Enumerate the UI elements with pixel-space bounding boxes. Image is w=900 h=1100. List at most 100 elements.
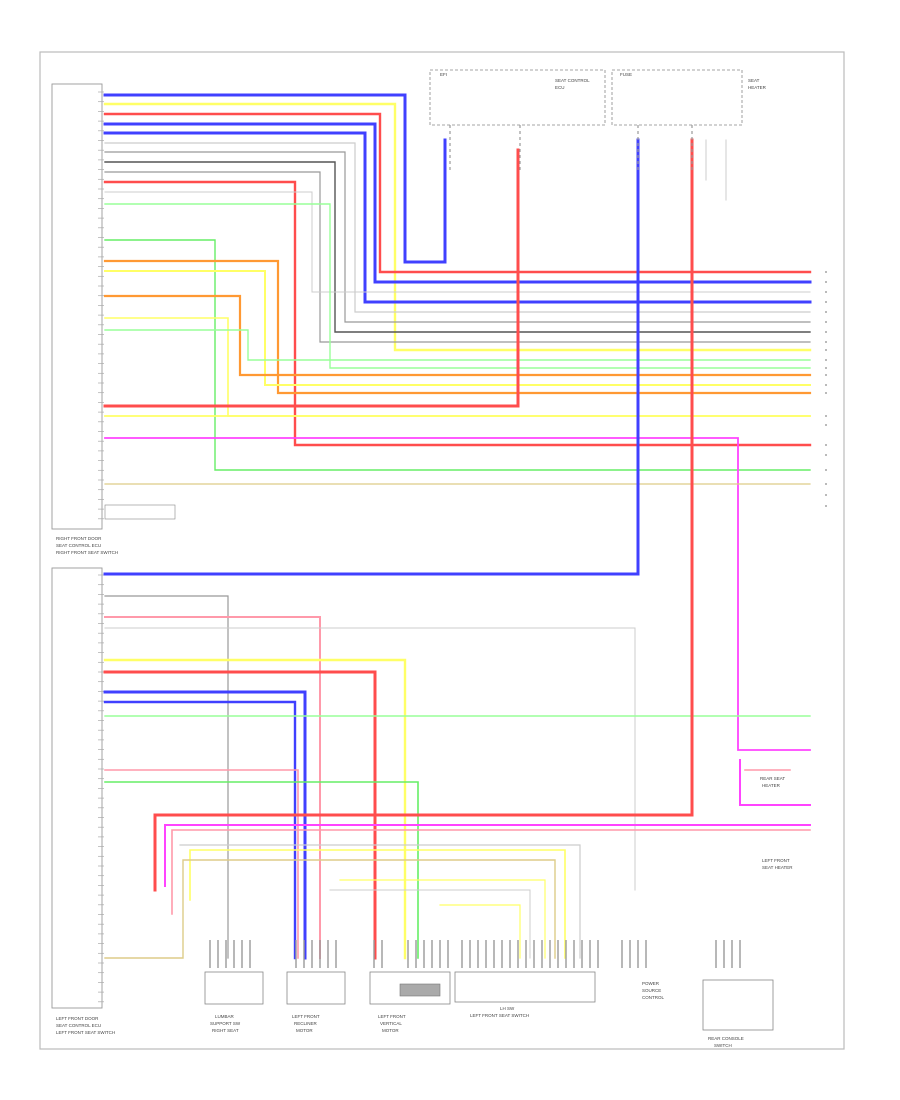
label-lhsw-2: LEFT FRONT SEAT SWITCH bbox=[470, 1013, 529, 1018]
wire-blue-29 bbox=[103, 700, 297, 960]
right-terminal-marks bbox=[209, 125, 827, 968]
top-box-a bbox=[429, 69, 606, 126]
wire-blue-3 bbox=[103, 122, 812, 284]
wire-pink-24 bbox=[104, 616, 321, 959]
left-front-seat-connector bbox=[51, 567, 103, 1009]
wire-lightgray-25 bbox=[104, 627, 636, 891]
wire-red-2 bbox=[103, 112, 812, 274]
connector-pins bbox=[98, 91, 104, 1003]
seat-control-box bbox=[369, 971, 451, 1005]
wire-lightgray-10 bbox=[104, 191, 811, 293]
recliner-motor-box bbox=[286, 971, 346, 1005]
wire-lightgray-36 bbox=[179, 844, 581, 959]
wire-blue-22 bbox=[103, 138, 640, 576]
right-front-seat-connector bbox=[51, 83, 103, 530]
terminal-dot bbox=[825, 301, 827, 303]
diagram-frame bbox=[39, 51, 845, 1050]
wire-yellow-39 bbox=[339, 879, 546, 959]
wire-pink-31 bbox=[104, 769, 299, 959]
wire-red-27 bbox=[103, 670, 377, 960]
wire-magenta-42 bbox=[739, 759, 811, 806]
wire-yellow-14 bbox=[104, 270, 811, 386]
terminal-dot bbox=[825, 367, 827, 369]
small-connector-box bbox=[104, 504, 176, 520]
label-rf-3: RIGHT FRONT SEAT SWITCH bbox=[56, 550, 118, 555]
label-vertical-3: MOTOR bbox=[382, 1028, 399, 1033]
terminal-dot bbox=[825, 374, 827, 376]
label-lumbar-3: RIGHT SEAT bbox=[212, 1028, 239, 1033]
terminal-dot bbox=[825, 349, 827, 351]
terminal-dot bbox=[825, 331, 827, 333]
wire-yellow-1 bbox=[103, 102, 812, 352]
terminal-dot bbox=[825, 311, 827, 313]
wire-gray-8 bbox=[104, 171, 811, 343]
terminal-dot bbox=[825, 415, 827, 417]
label-recliner-3: MOTOR bbox=[296, 1028, 313, 1033]
label-left-heater-1: LEFT FRONT bbox=[762, 858, 790, 863]
label-rear-heater-2: HEATER bbox=[762, 783, 781, 788]
label-recliner-2: RECLINER bbox=[294, 1021, 318, 1026]
top-box-b bbox=[611, 69, 743, 126]
wire-orange-13 bbox=[103, 259, 812, 395]
terminal-dot bbox=[825, 505, 827, 507]
label-power-3: CONTROL bbox=[642, 995, 664, 1000]
label-vertical-2: VERTICAL bbox=[380, 1021, 402, 1026]
terminal-dot bbox=[825, 384, 827, 386]
terminal-dot bbox=[825, 271, 827, 273]
wire-red-33 bbox=[153, 138, 694, 892]
lumbar-switch-box bbox=[204, 971, 264, 1005]
wire-blue-28 bbox=[103, 690, 307, 960]
label-lumbar-1: LUMBAR bbox=[215, 1014, 235, 1019]
wire-blue-4 bbox=[103, 131, 812, 304]
label-lhsw-1: LH SW bbox=[500, 1006, 515, 1011]
wire-darkgray-7 bbox=[104, 161, 811, 333]
wire-tan-38 bbox=[104, 859, 556, 959]
label-vertical-1: LEFT FRONT bbox=[378, 1014, 406, 1019]
label-lf-1: LEFT FRONT DOOR bbox=[56, 1016, 99, 1021]
terminal-dot bbox=[825, 424, 827, 426]
wire-gray-23 bbox=[104, 595, 229, 959]
wire-red-18 bbox=[103, 148, 520, 408]
seat-control-inner bbox=[399, 983, 441, 997]
terminal-dot bbox=[825, 454, 827, 456]
terminal-dot bbox=[825, 341, 827, 343]
wire-green-12 bbox=[104, 239, 811, 471]
label-box-a-2: ECU bbox=[555, 85, 565, 90]
label-console-2: SWITCH bbox=[714, 1043, 732, 1048]
wires bbox=[103, 93, 812, 960]
label-lf-2: SEAT CONTROL ECU bbox=[56, 1023, 101, 1028]
label-rf-2: SEAT CONTROL ECU bbox=[56, 543, 101, 548]
terminal-dot bbox=[825, 291, 827, 293]
wire-gray-6 bbox=[104, 151, 811, 323]
wire-orange-15 bbox=[103, 294, 812, 377]
label-power-1: POWER bbox=[642, 981, 660, 986]
terminal-dot bbox=[825, 392, 827, 394]
wire-yellow-26 bbox=[103, 658, 407, 960]
label-box-b-1: SEAT bbox=[748, 78, 760, 83]
wire-blue-0 bbox=[103, 93, 447, 264]
wire-pink-35 bbox=[171, 829, 811, 915]
terminal-dot bbox=[825, 483, 827, 485]
wire-lightgray-5 bbox=[104, 142, 811, 313]
terminal-dot bbox=[825, 321, 827, 323]
terminal-dot bbox=[825, 359, 827, 361]
label-lf-3: LEFT FRONT SEAT SWITCH bbox=[56, 1030, 115, 1035]
wire-yellow-37 bbox=[189, 849, 566, 959]
wire-lightgray-40 bbox=[329, 889, 531, 959]
label-box-b-title: FUSE bbox=[620, 72, 632, 77]
wire-red-9 bbox=[103, 180, 812, 447]
left-front-seat-switch-box bbox=[454, 971, 596, 1003]
label-recliner-1: LEFT FRONT bbox=[292, 1014, 320, 1019]
wire-lightgreen-11 bbox=[104, 203, 811, 369]
label-lumbar-2: SUPPORT SW bbox=[210, 1021, 241, 1026]
wire-lightgreen-17 bbox=[104, 329, 811, 361]
label-console-1: REAR CONSOLE bbox=[708, 1036, 744, 1041]
label-box-a-title: EFI bbox=[440, 72, 447, 77]
rear-console-switch-box bbox=[702, 979, 774, 1031]
terminal-dot bbox=[825, 444, 827, 446]
wire-magenta-34 bbox=[164, 824, 811, 887]
wire-yellow-41 bbox=[439, 904, 521, 959]
wire-green-32 bbox=[104, 781, 419, 959]
label-box-b-2: HEATER bbox=[748, 85, 767, 90]
